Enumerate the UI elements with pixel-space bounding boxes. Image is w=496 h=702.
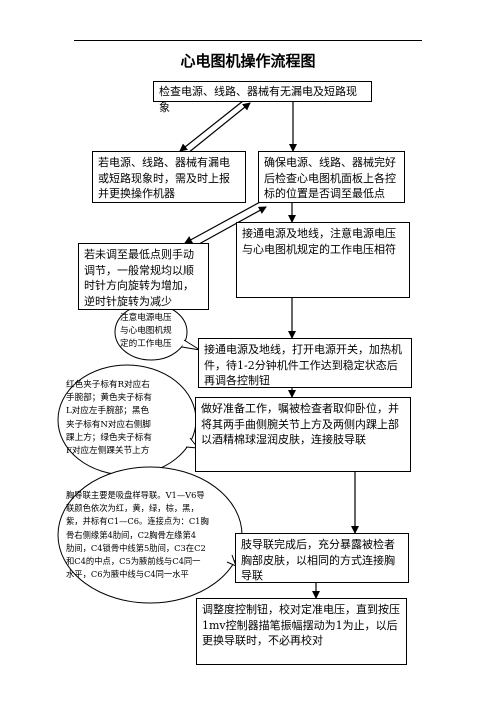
arrow-b3-b4 bbox=[184, 200, 263, 244]
callout-line: 踝上方；绿色夹子标有 bbox=[66, 432, 152, 443]
arrow-b2-b1 bbox=[187, 102, 251, 154]
callout-voltage-shape bbox=[114, 303, 201, 361]
step-check-power: 检查电源、线路、器械有无漏电及短路现象 bbox=[153, 81, 372, 114]
callout-line: 手腕部；黄色夹子标有 bbox=[66, 393, 152, 404]
callout-line: L对应左手腕部；黑色 bbox=[66, 406, 150, 417]
callout-line: 夹子标有N对应右侧脚 bbox=[66, 419, 151, 430]
step-calibrate: 调整度控制钮，校对定准电压，直到按压1mv控制器描笔振幅摆动为1为止，以后更换导… bbox=[196, 598, 407, 665]
callout-limb-colors: 红色夹子标有R对应右 手腕部；黄色夹子标有 L对应左手腕部；黑色 夹子标有N对应… bbox=[66, 379, 186, 458]
callout-chest-leads: 胸导联主要是吸盘样导联。V1—V6导 联颜色依次为红，黄，绿，棕，黑， 紫，并标… bbox=[66, 489, 238, 581]
callout-line: 胸导联主要是吸盘样导联。V1—V6导 bbox=[66, 490, 205, 500]
arrow-b1-b2 bbox=[179, 100, 244, 152]
step-report-replace: 若电源、线路、器械有漏电或短路现象时，需及时上报并更换操作机器 bbox=[92, 151, 246, 203]
callout-line: 联颜色依次为红，黄，绿，棕，黑， bbox=[66, 503, 199, 514]
callout-line: F对应左侧踝关节上方 bbox=[66, 446, 150, 457]
callout-line: 水平，C6为腋中线与C4同一水平 bbox=[66, 569, 189, 580]
step-warm-up: 接通电源及地线，打开电源开关，加热机件，待1-2分钟机件工作达到稳定状态后再调各… bbox=[198, 338, 412, 388]
callout-line: 与心电图机规 bbox=[120, 326, 172, 337]
page-title: 心电图机操作流程图 bbox=[180, 52, 316, 70]
step-chest-leads: 肢导联完成后，充分暴露被检者胸部皮肤，以相同的方式连接胸导联 bbox=[235, 533, 409, 583]
step-manual-adjust: 若未调至最低点则手动调节，一般常规均以顺时针方向旋转为增加，逆时针旋转为减少 bbox=[78, 243, 209, 310]
callout-line: 紫，并标有C1—C6。连接点为：C1胸 bbox=[66, 516, 209, 527]
callout-line: 肋间，C4锁骨中线第5肋间，C3在C2 bbox=[66, 542, 206, 553]
step-connect-power: 接通电源及地线，注意电源电压与心电图机规定的工作电压相符 bbox=[236, 222, 410, 298]
step-ensure-controls: 确保电源、线路、器械完好后检查心电图机面板上各控标的位置是否调至最低点 bbox=[258, 151, 405, 203]
callout-line: 红色夹子标有R对应右 bbox=[66, 380, 150, 390]
callout-line: 骨右侧缘第4肋间，C2胸骨左缘第4 bbox=[66, 529, 197, 540]
callout-line: 和C4的中点，C5为腋前线与C4同一 bbox=[66, 556, 201, 567]
step-limb-leads: 做好准备工作，嘱被检查者取仰卧位，并将其两手曲侧腕关节上方及两侧内踝上部以酒精棉… bbox=[195, 397, 411, 472]
header-rule bbox=[74, 40, 422, 41]
callout-line: 定的工作电压 bbox=[120, 339, 172, 350]
callout-voltage: 注意电源电压 与心电图机规 定的工作电压 bbox=[120, 312, 186, 352]
callout-line: 注意电源电压 bbox=[120, 313, 172, 323]
arrow-b4-b3 bbox=[189, 206, 267, 250]
